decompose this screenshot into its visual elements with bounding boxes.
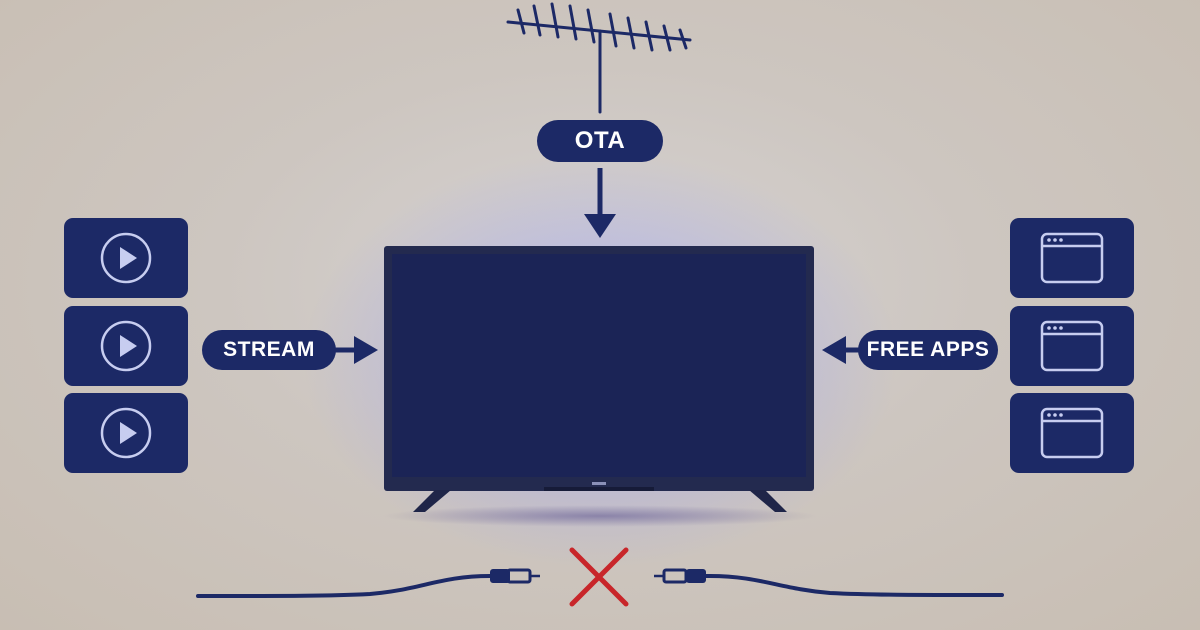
tv-frame — [384, 246, 814, 491]
stream-tile — [64, 393, 188, 473]
tv-stand — [413, 490, 787, 512]
stream-label: STREAM — [202, 330, 336, 370]
tv-logo — [592, 482, 606, 485]
app-tile — [1010, 393, 1134, 473]
stream-tile — [64, 218, 188, 298]
tv-screen — [392, 254, 806, 477]
ota-label: OTA — [537, 120, 663, 162]
app-window-icon — [1040, 407, 1104, 459]
play-icon — [100, 320, 152, 372]
app-tile — [1010, 306, 1134, 386]
play-icon — [100, 232, 152, 284]
app-window-icon — [1040, 320, 1104, 372]
play-icon — [100, 407, 152, 459]
free-apps-label: FREE APPS — [858, 330, 998, 370]
app-tile — [1010, 218, 1134, 298]
disconnected-cable — [196, 547, 1004, 607]
cross-icon — [569, 547, 629, 607]
right-arrow-icon — [334, 336, 378, 364]
app-window-icon — [1040, 232, 1104, 284]
tv-shadow — [380, 505, 820, 527]
tv-bottom-bar — [544, 487, 654, 491]
antenna-icon — [506, 2, 692, 114]
stream-tile — [64, 306, 188, 386]
down-arrow-icon — [584, 168, 616, 238]
